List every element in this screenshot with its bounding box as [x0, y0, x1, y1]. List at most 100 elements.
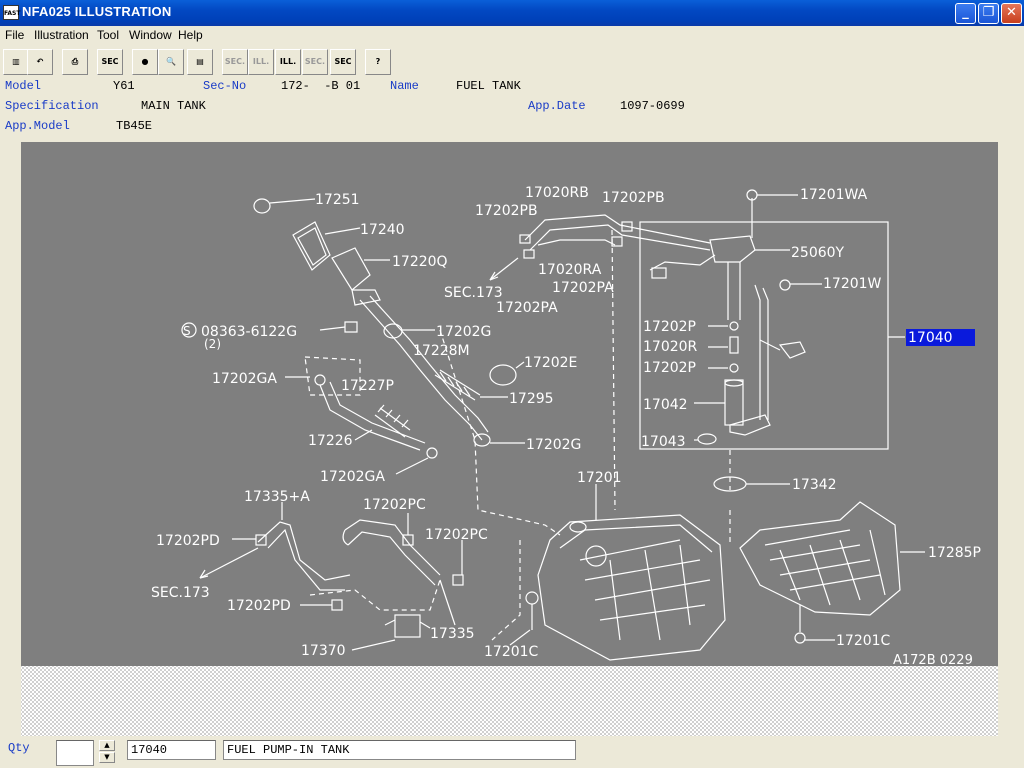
catalog-button[interactable]: ▥ — [3, 49, 29, 75]
part-label[interactable]: 17202GA — [320, 469, 385, 485]
sec-help-button[interactable]: SEC — [330, 49, 356, 75]
title-bar: FAST NFA025 ILLUSTRATION _ ❐ ✕ — [0, 0, 1024, 26]
book-button[interactable]: ▤ — [187, 49, 213, 75]
part-label[interactable]: 17228M — [413, 343, 470, 359]
part-label[interactable]: SEC.173 — [151, 585, 210, 601]
part-label[interactable]: 17227P — [341, 378, 394, 394]
s-mark: S — [183, 324, 191, 338]
part-label[interactable]: 17020RA — [538, 262, 602, 278]
qty-input[interactable] — [56, 740, 94, 766]
part-label[interactable]: 17370 — [301, 643, 346, 659]
part-label[interactable]: 17020R — [643, 339, 698, 355]
ill-prev-icon: ILL. — [252, 57, 270, 66]
undo-button[interactable]: ↶ — [27, 49, 53, 75]
sec-next-button[interactable]: SEC. — [302, 49, 328, 75]
sec-next-icon: SEC. — [304, 57, 326, 66]
part-label[interactable]: 17202PA — [496, 300, 558, 316]
circle-button[interactable]: ● — [132, 49, 158, 75]
secno-value: 172- -B 01 — [281, 79, 361, 93]
illustration-canvas[interactable]: 17251 17240 17220Q 17020RB 17202PB 17202… — [21, 142, 998, 666]
help-button[interactable]: ? — [365, 49, 391, 75]
part-label[interactable]: 17042 — [643, 397, 688, 413]
part-label[interactable]: 17226 — [308, 433, 353, 449]
part-label[interactable]: 17202PB — [602, 190, 665, 206]
part-label[interactable]: 17240 — [360, 222, 405, 238]
part-label[interactable]: 17202PC — [363, 497, 426, 513]
menu-tool[interactable]: Tool — [97, 28, 120, 42]
part-label[interactable]: 17251 — [315, 192, 360, 208]
close-button[interactable]: ✕ — [1001, 3, 1022, 24]
print-icon: ⎙ — [71, 57, 79, 66]
book-icon: ▤ — [196, 57, 204, 66]
app-icon: FAST — [3, 5, 20, 20]
part-label[interactable]: 17201W — [823, 276, 882, 292]
qty-down-button[interactable]: ▼ — [99, 752, 115, 763]
help-icon: ? — [375, 57, 381, 66]
selected-part-highlight — [906, 329, 975, 346]
part-label[interactable]: 17201C — [836, 633, 891, 649]
sec-button[interactable]: SEC — [97, 49, 123, 75]
qty-up-button[interactable]: ▲ — [99, 740, 115, 751]
part-number-field: 17040 — [127, 740, 216, 760]
maximize-button[interactable]: ❐ — [978, 3, 999, 24]
part-label[interactable]: 17202G — [526, 437, 581, 453]
ill-prev-button[interactable]: ILL. — [248, 49, 274, 75]
sec-icon: SEC — [101, 57, 119, 66]
spec-label: Specification — [5, 99, 99, 113]
circle-icon: ● — [141, 57, 149, 66]
part-label[interactable]: 17202P — [643, 319, 696, 335]
menu-illustration[interactable]: Illustration — [34, 28, 89, 42]
part-label[interactable]: 08363-6122G — [201, 324, 297, 340]
appmodel-label: App.Model — [5, 119, 70, 133]
part-label[interactable]: 17335+A — [244, 489, 310, 505]
qty-label: Qty — [8, 741, 30, 755]
quantity-note: (2) — [204, 337, 221, 351]
part-label[interactable]: 17202GA — [212, 371, 277, 387]
part-label[interactable]: 17202PB — [475, 203, 538, 219]
part-labels: 17251 17240 17220Q 17020RB 17202PB 17202… — [151, 185, 981, 666]
model-label: Model — [5, 79, 42, 93]
menu-window[interactable]: Window — [129, 28, 172, 42]
selected-part-label[interactable]: 17040 — [908, 330, 953, 346]
secno-label: Sec-No — [203, 79, 247, 93]
sec-prev-button[interactable]: SEC. — [222, 49, 248, 75]
part-label[interactable]: 17202PA — [552, 280, 614, 296]
part-label[interactable]: 17201C — [484, 644, 539, 660]
fuel-tank-diagram: 17251 17240 17220Q 17020RB 17202PB 17202… — [151, 185, 981, 666]
spec-value: MAIN TANK — [141, 99, 206, 113]
part-label[interactable]: 17202P — [643, 360, 696, 376]
part-label[interactable]: 17202E — [524, 355, 577, 371]
menu-bar: File Illustration Tool Window Help — [0, 26, 1024, 44]
part-label[interactable]: 17295 — [509, 391, 554, 407]
part-label[interactable]: 17285P — [928, 545, 981, 561]
sec-help-icon: SEC — [334, 57, 352, 66]
part-label[interactable]: 17335 — [430, 626, 475, 642]
menu-help[interactable]: Help — [178, 28, 203, 42]
part-label[interactable]: SEC.173 — [444, 285, 503, 301]
part-label[interactable]: 25060Y — [791, 245, 845, 261]
appmodel-value: TB45E — [116, 119, 153, 133]
appdate-value: 1097-0699 — [620, 99, 685, 113]
print-button[interactable]: ⎙ — [62, 49, 88, 75]
illustration-ref-code: A172B 0229 — [893, 653, 973, 666]
part-label[interactable]: 17020RB — [525, 185, 589, 201]
search-button[interactable]: 🔍 — [158, 49, 184, 75]
part-label[interactable]: 17220Q — [392, 254, 448, 270]
catalog-icon: ▥ — [12, 57, 20, 66]
part-label[interactable]: 17201 — [577, 470, 622, 486]
sec-prev-icon: SEC. — [224, 57, 246, 66]
name-value: FUEL TANK — [456, 79, 521, 93]
dithered-panel — [21, 666, 998, 736]
part-label[interactable]: 17202G — [436, 324, 491, 340]
minimize-button[interactable]: _ — [955, 3, 976, 24]
part-label[interactable]: 17202PD — [156, 533, 220, 549]
part-label[interactable]: 17202PC — [425, 527, 488, 543]
part-label[interactable]: 17043 — [641, 434, 686, 450]
part-label[interactable]: 17342 — [792, 477, 837, 493]
ill-next-button[interactable]: ILL. — [275, 49, 301, 75]
menu-file[interactable]: File — [5, 28, 25, 42]
part-label[interactable]: 17202PD — [227, 598, 291, 614]
pump-module-box — [639, 221, 889, 450]
part-label[interactable]: 17201WA — [800, 187, 868, 203]
name-label: Name — [390, 79, 419, 93]
